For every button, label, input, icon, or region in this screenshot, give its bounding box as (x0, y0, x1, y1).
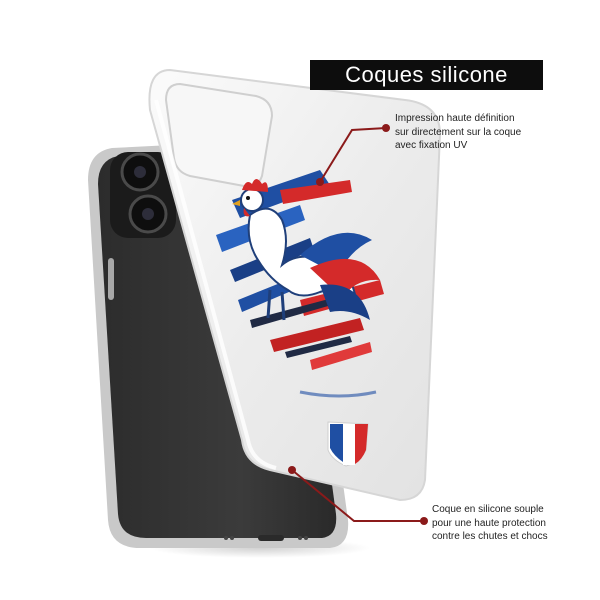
banner-title: Coques silicone (345, 62, 508, 87)
side-button (108, 258, 114, 300)
callout-line-1: Coque en silicone souple (432, 504, 544, 515)
callout-line-bottom (288, 466, 428, 525)
title-banner: Coques silicone (310, 60, 543, 90)
callout-line-3: contre les chutes et chocs (432, 531, 548, 542)
callout-line-1: Impression haute définition (395, 113, 515, 124)
charging-port (258, 535, 284, 541)
callout-line-top (316, 124, 390, 186)
callout-line-2: sur directement sur la coque (395, 126, 522, 138)
callout-line-3: avec fixation UV (395, 140, 468, 151)
callout-protection: Coque en silicone souple pour une haute … (432, 503, 548, 544)
french-flag-shield-icon (327, 421, 369, 467)
case-camera-cutout (164, 82, 274, 188)
rooster-comb (242, 179, 268, 192)
rooster-artwork (216, 170, 384, 398)
rooster-head (240, 188, 264, 212)
case-rim (154, 99, 277, 470)
callout-uv-printing: Impression haute définition sur directem… (395, 112, 521, 153)
callout-line-2: pour une haute protection (432, 517, 546, 529)
